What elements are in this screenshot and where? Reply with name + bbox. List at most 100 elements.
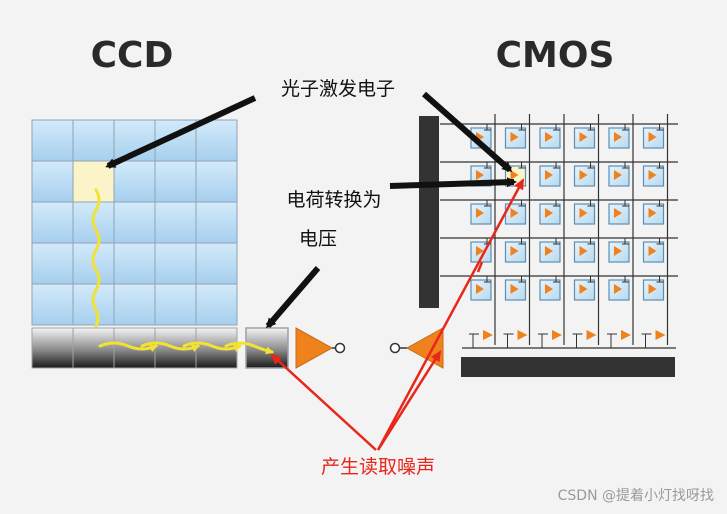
cmos-column-switch-icon <box>641 333 652 348</box>
ccd-pixel <box>154 283 197 326</box>
arrow-photon-cmos <box>422 91 513 173</box>
cmos-pixel-switch-icon <box>622 124 629 131</box>
ccd-pixel <box>195 119 238 162</box>
ccd-pixel <box>113 283 156 326</box>
cmos-column-readout-bar <box>461 357 675 377</box>
cmos-pixel-switch-icon <box>518 124 526 131</box>
cmos-pixel-amp-icon <box>579 132 588 142</box>
cmos-pixel-amp-icon <box>510 284 519 294</box>
cmos-column-switch-icon <box>572 333 583 348</box>
cmos-pixel-switch-icon <box>484 276 491 283</box>
cmos-column-switch-icon <box>538 333 548 348</box>
cmos-pixel-switch-icon <box>587 238 595 245</box>
cmos-pixel-switch-icon <box>553 200 560 207</box>
ccd-output-node <box>245 327 289 369</box>
cmos-column-amplifiers <box>462 330 676 349</box>
ccd-title: CCD <box>91 35 174 76</box>
cmos-pixel-switch-icon <box>553 238 560 245</box>
cmos-column-amp-icon <box>483 330 493 340</box>
cmos-pixel-amp-icon <box>614 208 622 218</box>
cmos-amp-output-icon <box>389 342 401 354</box>
cmos-pixel-switch-icon <box>484 162 491 169</box>
cmos-pixel-amp-icon <box>510 208 519 218</box>
cmos-pixel-amp-icon <box>648 132 657 142</box>
cmos-pixel-switch-icon <box>656 200 664 207</box>
cmos-pixel-switch-icon <box>518 162 526 169</box>
cmos-column-switch-icon <box>469 333 479 348</box>
ccd-pixel <box>113 160 156 203</box>
cmos-pixel-switch-icon <box>587 200 595 207</box>
ccd-pixel <box>31 119 74 162</box>
ccd-readout-cell <box>72 327 115 369</box>
arrow-charge-cmos <box>389 177 517 189</box>
cmos-column-amp-icon <box>586 330 597 340</box>
cmos-pixel-switch-icon <box>484 124 491 131</box>
ccd-pixel <box>195 283 238 326</box>
cmos-pixel-amp-icon <box>545 246 553 256</box>
cmos-pixel-amp-icon <box>510 246 519 256</box>
arrow-photon-ccd <box>105 95 257 169</box>
label-charge-to-voltage-line1: 电荷转换为 <box>286 189 381 211</box>
arrow-noise-cmos-tick <box>476 261 484 273</box>
cmos-pixel-switch-icon <box>518 238 526 245</box>
label-read-noise: 产生读取噪声 <box>321 456 435 478</box>
cmos-pixel-amp-icon <box>545 132 553 142</box>
cmos-pixel-switch-icon <box>553 276 560 283</box>
cmos-pixel-array <box>440 114 678 345</box>
cmos-pixel-amp-icon <box>545 170 553 180</box>
ccd-readout-cell <box>31 327 74 369</box>
cmos-column-amp-icon <box>621 330 631 340</box>
ccd-pixel <box>31 201 74 244</box>
cmos-pixel-amp-icon <box>614 170 622 180</box>
arrow-noise-ccd <box>270 353 377 451</box>
cmos-column-amp-icon <box>655 330 666 340</box>
ccd-pixel <box>113 201 156 244</box>
cmos-pixel-amp-icon <box>476 284 484 294</box>
cmos-pixel-amp-icon <box>614 246 622 256</box>
cmos-pixel-switch-icon <box>553 162 560 169</box>
cmos-pixel-amp-icon <box>614 132 622 142</box>
cmos-pixel-amp-icon <box>476 208 484 218</box>
red-arrows <box>270 178 525 451</box>
ccd-pixel <box>72 119 115 162</box>
cmos-column-amp-icon <box>552 330 562 340</box>
cmos-pixel-switch-icon <box>553 124 560 131</box>
cmos-pixel-amp-icon <box>510 132 519 142</box>
ccd-pixel <box>195 160 238 203</box>
ccd-pixel <box>154 160 197 203</box>
cmos-title: CMOS <box>496 35 615 76</box>
ccd-pixel <box>154 242 197 285</box>
cmos-column-switch-icon <box>607 333 617 348</box>
ccd-pixel <box>113 242 156 285</box>
ccd-pixel-highlighted <box>72 160 115 203</box>
cmos-pixel-switch-icon <box>587 124 595 131</box>
label-photon-excites-electron: 光子激发电子 <box>281 78 395 100</box>
cmos-pixel-switch-icon <box>518 200 526 207</box>
cmos-pixel-amp-icon <box>648 246 657 256</box>
cmos-pixel-switch-icon <box>622 162 629 169</box>
cmos-pixel-amp-icon <box>476 246 484 256</box>
ccd-amp-output-icon <box>334 342 346 354</box>
charge-transfer-trail <box>91 188 274 355</box>
cmos-pixel-switch-icon <box>656 238 664 245</box>
cmos-pixel-amp-icon <box>614 284 622 294</box>
arrow-charge-ccd <box>265 266 321 329</box>
cmos-pixel-amp-icon <box>545 208 553 218</box>
cmos-pixel-amp-icon <box>579 246 588 256</box>
cmos-pixel-switch-icon <box>622 238 629 245</box>
cmos-pixel-switch-icon <box>587 276 595 283</box>
ccd-pixel <box>154 201 197 244</box>
ccd-pixel <box>195 201 238 244</box>
cmos-pixel-amp-icon <box>476 170 484 180</box>
arrow-noise-cmos-amp <box>376 350 442 451</box>
cmos-pixel-amp-icon <box>545 284 553 294</box>
cmos-pixel-switch-icon <box>622 276 629 283</box>
ccd-pixel <box>31 242 74 285</box>
cmos-pixel-switch-icon <box>656 162 664 169</box>
ccd-amplifier-icon <box>295 327 334 369</box>
cmos-pixel-amp-icon <box>579 208 588 218</box>
ccd-pixel-grid <box>31 119 238 326</box>
label-charge-to-voltage-line2: 电压 <box>299 228 337 250</box>
ccd-pixel <box>195 242 238 285</box>
